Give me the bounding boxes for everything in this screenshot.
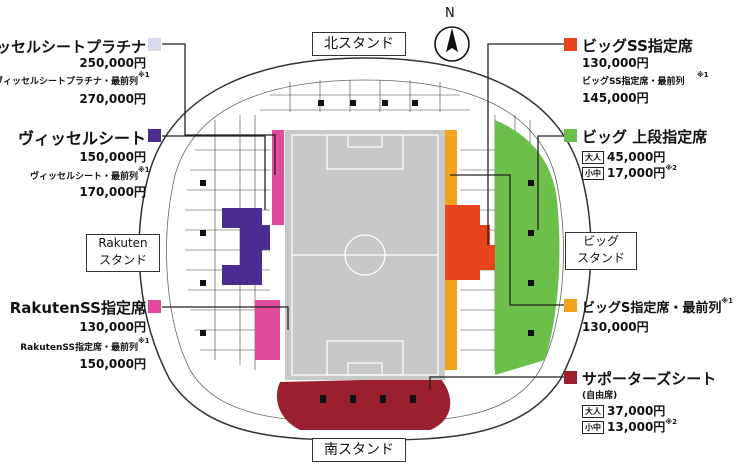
big-stand-label: ビッグ スタンド [565, 232, 637, 270]
vissel-front-name: ヴィッセルシート・最前列 [29, 172, 138, 182]
vissel-front-mark: ※1 [138, 166, 150, 174]
bigss-front-name: ビッグSS指定席・最前列 [582, 77, 685, 87]
south-stand-label: 南スタンド [312, 438, 406, 462]
bigs-swatch [564, 299, 577, 312]
bigupper-adult-price: 45,000円 [607, 150, 666, 164]
platina-front-mark: ※1 [138, 71, 150, 79]
platina-name: ヴィッセルシートプラチナ [0, 38, 146, 56]
pitch-lines [291, 134, 439, 376]
platina-price: 250,000円 [79, 56, 146, 70]
rakutenss-swatch [148, 300, 161, 313]
compass-label: N [445, 6, 455, 21]
supporter-child-price: 13,000円 [607, 420, 666, 434]
supporter-swatch [564, 371, 577, 384]
supporter-name: サポーターズシート [582, 370, 717, 388]
vissel-price: 150,000円 [79, 150, 146, 164]
bigupper-name: ビッグ 上段指定席 [582, 128, 708, 146]
platina-swatch [148, 38, 161, 51]
supporter-note: (自由席) [582, 391, 618, 401]
bigss-front-price: 145,000円 [582, 91, 649, 105]
section-vissel [222, 208, 270, 285]
section-supporter [276, 378, 451, 430]
platina-front-price: 270,000円 [79, 92, 146, 106]
supporter-adult-price: 37,000円 [607, 404, 666, 418]
bigupper-adult-tag: 大人 [582, 151, 604, 164]
platina-front-name: ヴィッセルシートプラチナ・最前列 [0, 77, 138, 87]
bigss-price: 130,000円 [582, 56, 649, 70]
bigupper-swatch [564, 129, 577, 142]
rakutenss-front-name: RakutenSS指定席・最前列 [20, 343, 138, 353]
bigs-name: ビッグS指定席・最前列 [582, 301, 722, 316]
bigs-mark: ※1 [721, 297, 734, 305]
section-bigupper [495, 120, 560, 375]
north-stand-label: 北スタンド [312, 32, 406, 56]
section-rakutenss-upper [272, 130, 284, 225]
rakutenss-price: 130,000円 [79, 320, 146, 334]
leader-lines [162, 43, 564, 390]
bigss-name: ビッグSS指定席 [582, 37, 693, 55]
supporter-adult-tag: 大人 [582, 405, 604, 418]
bigss-swatch [564, 38, 577, 51]
vissel-front-price: 170,000円 [79, 185, 146, 199]
rakuten-stand-label: Rakuten スタンド [86, 234, 160, 272]
vissel-swatch [148, 129, 161, 142]
vissel-name: ヴィッセルシート [17, 129, 146, 148]
rakutenss-front-mark: ※1 [138, 337, 150, 345]
rakutenss-name: RakutenSS指定席 [9, 299, 146, 317]
gate-marks [200, 100, 534, 403]
section-bigss [445, 205, 495, 280]
bigupper-child-price: 17,000円 [607, 166, 666, 180]
section-rakutenss [255, 300, 280, 360]
rakutenss-front-price: 150,000円 [79, 357, 146, 371]
bigupper-child-tag: 小中 [582, 167, 604, 180]
supporter-child-mark: ※2 [665, 418, 677, 426]
bigs-price: 130,000円 [582, 320, 649, 334]
bigss-front-mark: ※1 [697, 71, 709, 79]
bigupper-child-mark: ※2 [665, 164, 677, 172]
supporter-child-tag: 小中 [582, 421, 604, 434]
compass-icon [434, 26, 470, 62]
